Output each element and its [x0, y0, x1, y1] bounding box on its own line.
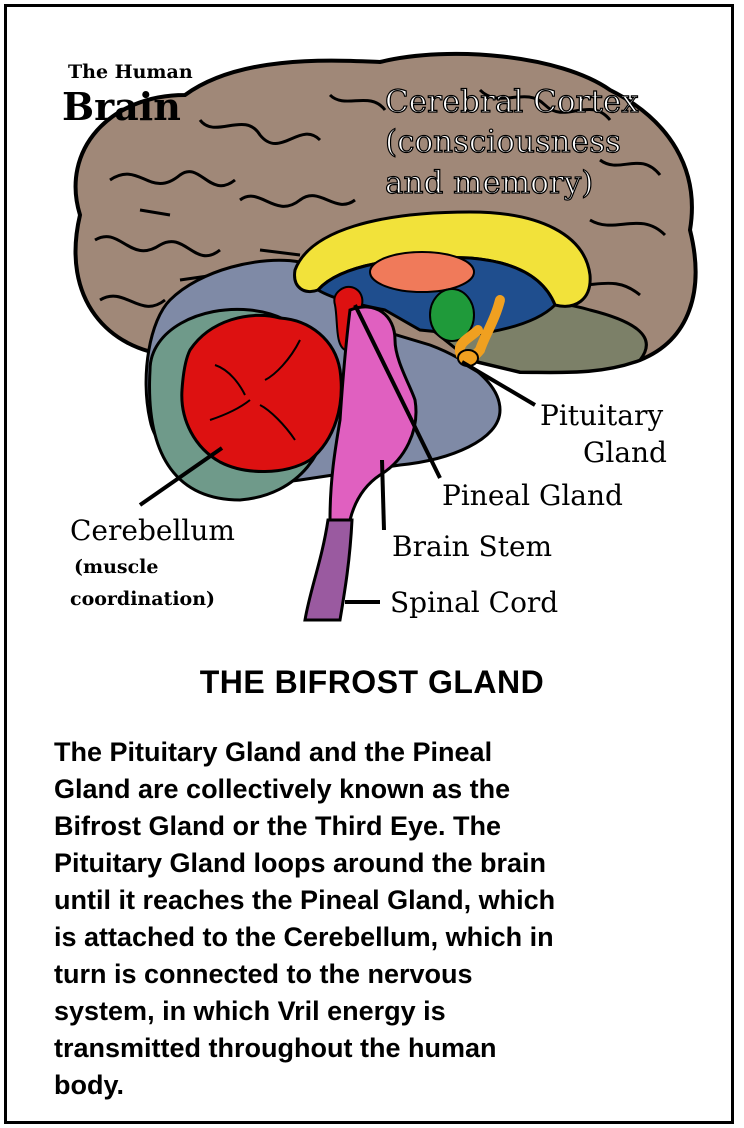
title-large: Brain [62, 84, 181, 129]
cortex-label-line1: Cerebral Cortex [385, 84, 639, 120]
section-heading: THE BIFROST GLAND [0, 664, 744, 701]
cortex-label-line2: (consciousness [385, 124, 621, 160]
brain-stem-label: Brain Stem [392, 530, 552, 563]
description-paragraph: The Pituitary Gland and the Pineal Gland… [54, 734, 694, 1104]
pineal-label: Pineal Gland [442, 479, 623, 512]
pituitary-label-line1: Pituitary [540, 399, 663, 432]
thalamus [370, 252, 474, 292]
pituitary-label-line2: Gland [583, 436, 667, 469]
title-small: The Human [68, 61, 193, 83]
cortex-label-line3: and memory) [385, 165, 593, 201]
cerebellum [182, 315, 341, 471]
cerebellum-note-line1: (muscle [74, 556, 158, 578]
brain-diagram: The Human Brain Cerebral Cortex (conscio… [0, 0, 744, 640]
spinal-cord-label: Spinal Cord [390, 586, 558, 619]
spinal-cord [305, 520, 352, 620]
cerebellum-label: Cerebellum [70, 514, 235, 547]
cerebellum-note-line2: coordination) [70, 588, 215, 610]
